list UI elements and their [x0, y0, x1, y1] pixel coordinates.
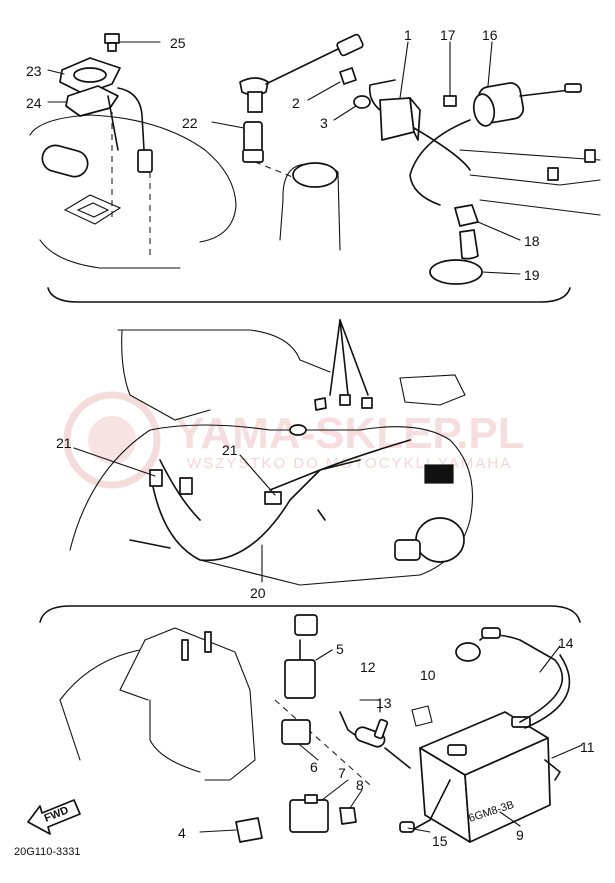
callout-1: 1: [404, 27, 412, 43]
callout-23: 23: [26, 63, 42, 79]
starter-relay: [281, 614, 318, 745]
callout-21-center: 21: [222, 442, 238, 458]
ignition-coil: [368, 79, 471, 171]
top-section-bracket: [47, 287, 571, 303]
callout-6: 6: [310, 759, 318, 775]
fwd-direction-arrow: FWD: [27, 799, 81, 835]
callout-25: 25: [170, 35, 186, 51]
callouts: 25 23 24 22 2 3 1 17 16 18 19 21 21 20 5…: [26, 27, 595, 849]
callout-24: 24: [26, 95, 42, 111]
filler-sensor: [239, 33, 364, 251]
callout-2: 2: [292, 95, 300, 111]
callout-17: 17: [440, 27, 456, 43]
callout-7: 7: [338, 765, 346, 781]
callout-11: 11: [580, 739, 595, 755]
battery-cables: [399, 627, 571, 833]
rectifier-and-fuse: [235, 794, 357, 843]
callout-19: 19: [524, 267, 540, 283]
callout-13: 13: [376, 695, 392, 711]
battery: 6GM8-3B: [419, 711, 551, 843]
callout-15: 15: [432, 833, 448, 849]
callout-20: 20: [250, 585, 266, 601]
callout-4: 4: [178, 825, 186, 841]
callout-18: 18: [524, 233, 540, 249]
watermark-main: YAMA-SKLEP.PL: [175, 409, 525, 458]
callout-3: 3: [320, 115, 328, 131]
fuel-sender-unit: [41, 57, 153, 222]
callout-10: 10: [420, 667, 436, 683]
bottom-section-bracket: [39, 605, 581, 623]
callout-9: 9: [516, 827, 524, 843]
callout-22: 22: [182, 115, 198, 131]
callout-8: 8: [356, 777, 364, 793]
label-plate: [411, 705, 433, 727]
fuel-tank: [29, 114, 237, 269]
callout-16: 16: [482, 27, 498, 43]
battery-box-frame: [59, 627, 371, 786]
plug-cap-and-boot: [429, 204, 483, 285]
frame-rail: [459, 149, 601, 216]
callout-12: 12: [360, 659, 376, 675]
bolt-25: [104, 33, 120, 52]
callout-5: 5: [336, 641, 344, 657]
bolt-2-washer-3: [339, 67, 371, 109]
leader-lines: [47, 41, 583, 833]
motorcycle-body-harness: [69, 319, 473, 586]
starter-motor: [409, 82, 582, 206]
callout-21-left: 21: [56, 435, 72, 451]
fuse-holder: [339, 699, 411, 769]
drawing-code: 20G110-3331: [14, 846, 80, 858]
callout-14: 14: [558, 635, 574, 651]
